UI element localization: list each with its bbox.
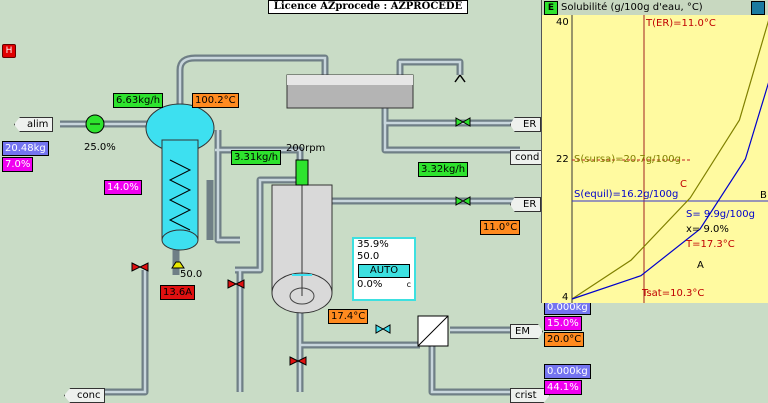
feed-mass: 20.48kg — [2, 141, 49, 156]
annot-sursa: S(sursa)=20.7g/100g — [574, 154, 681, 165]
chart-plot: 40 22 4 T(ER)=11.0°C S(sursa)=20.7g/100g… — [556, 15, 768, 303]
crist-mass: 0.000kg — [544, 364, 591, 379]
em-concentration: 15.0% — [544, 316, 582, 331]
annot-b: B — [760, 190, 767, 201]
valve-level: 50.0 — [180, 269, 203, 280]
annot-equil: S(equil)=16.2g/100g — [574, 189, 678, 200]
feed-concentration: 7.0% — [2, 157, 34, 172]
pump-percent: 25.0% — [84, 142, 116, 153]
chart-e-button[interactable]: E — [544, 1, 558, 15]
ytick-4: 4 — [562, 292, 568, 303]
controller-setpoint: 50.0 — [357, 251, 380, 262]
annot-x: x= 9.0% — [686, 224, 729, 235]
crist-concentration: 44.1% — [544, 380, 582, 395]
annot-s: S= 9.9g/100g — [686, 209, 755, 220]
series-sursa — [571, 20, 768, 300]
stream-alim[interactable]: alim — [14, 117, 54, 132]
app-title: Licence AZprocede : AZPROCEDE — [268, 0, 468, 14]
chart-title: Solubilité (g/100g d'eau, °C) — [561, 2, 703, 13]
auto-mode-button[interactable]: AUTO — [358, 264, 410, 278]
stream-er-top[interactable]: ER — [510, 117, 542, 132]
condensate-flow: 3.32kg/h — [418, 162, 469, 177]
ytick-40: 40 — [556, 17, 569, 28]
agitator-speed: 200rpm — [286, 143, 326, 154]
crystallizer-temp: 17.4°C — [328, 309, 369, 324]
annot-c: C — [680, 179, 687, 190]
em-temp: 20.0°C — [544, 332, 585, 347]
level-controller[interactable]: 35.9% 50.0 AUTO 0.0% c — [352, 237, 416, 301]
annot-a: A — [697, 260, 704, 271]
controller-measure: 0.0% c — [354, 279, 414, 291]
controller-measure-value: 0.0% — [357, 279, 383, 290]
annot-tsat: Tsat=10.3°C — [641, 288, 704, 299]
motor-current: 13.6A — [160, 285, 196, 300]
evaporator-level: 14.0% — [104, 180, 142, 195]
stream-conc[interactable]: conc — [64, 388, 106, 403]
chart-close-icon[interactable] — [751, 1, 765, 15]
series-equil — [571, 82, 768, 300]
stream-er-mid[interactable]: ER — [510, 197, 542, 212]
annot-t: T=17.3°C — [685, 239, 735, 250]
ytick-22: 22 — [556, 154, 569, 165]
annot-ter: T(ER)=11.0°C — [645, 18, 716, 29]
help-button[interactable]: H — [2, 44, 16, 58]
feed-flow: 6.63kg/h — [113, 93, 164, 108]
vapor-flow: 3.31kg/h — [231, 150, 282, 165]
stream-em[interactable]: EM — [510, 324, 543, 339]
evaporator-temp: 100.2°C — [192, 93, 239, 108]
er-temp: 11.0°C — [480, 220, 521, 235]
controller-output: 35.9% — [357, 239, 389, 250]
controller-suffix: c — [406, 280, 411, 289]
